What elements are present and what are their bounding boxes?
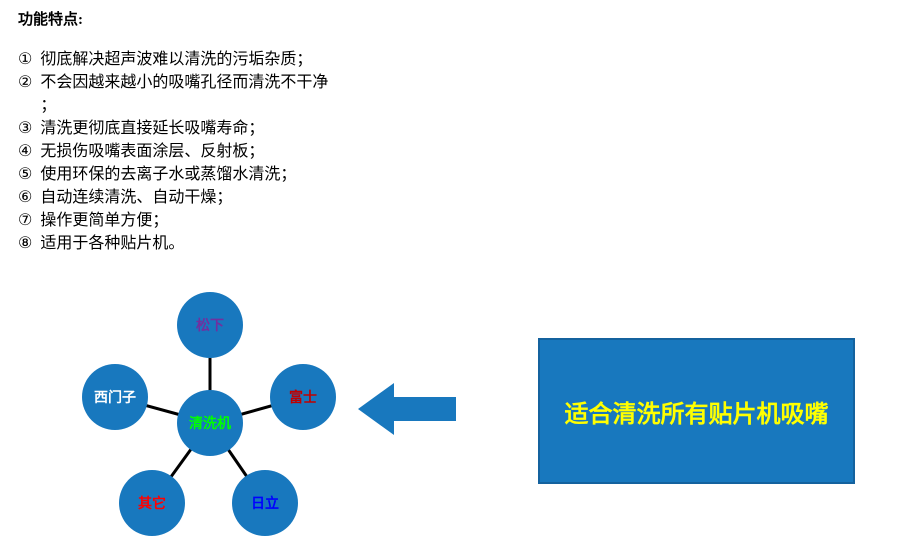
left-arrow-icon: [358, 383, 456, 435]
list-text-line: 不会因越来越小的吸嘴孔径而清洗不干净: [40, 74, 329, 91]
left-block-arrow: [358, 383, 456, 435]
list-text: 自动连续清洗、自动干燥；: [40, 189, 233, 206]
list-item: ① 彻底解决超声波难以清洗的污垢杂质；: [18, 48, 328, 71]
list-item: ⑧ 适用于各种贴片机。: [18, 232, 328, 255]
node-label: 清洗机: [189, 415, 231, 431]
list-marker: ⑧: [18, 235, 33, 252]
list-item: ② 不会因越来越小的吸嘴孔径而清洗不干净 ；: [18, 71, 328, 117]
list-marker: ①: [18, 51, 33, 68]
node-label: 日立: [251, 495, 279, 511]
page-title: 功能特点:: [18, 12, 83, 28]
list-item: ⑤ 使用环保的去离子水或蒸馏水清洗；: [18, 163, 328, 186]
feature-list: ① 彻底解决超声波难以清洗的污垢杂质； ② 不会因越来越小的吸嘴孔径而清洗不干净…: [18, 48, 328, 255]
list-text: 适用于各种贴片机。: [40, 235, 185, 252]
list-item: ③ 清洗更彻底直接延长吸嘴寿命；: [18, 117, 328, 140]
node-label: 西门子: [94, 389, 136, 405]
node-siemens: 西门子: [82, 364, 148, 430]
node-hitachi: 日立: [232, 470, 298, 536]
list-marker: ⑦: [18, 212, 33, 229]
spider-diagram: 松下 富士 西门子 清洗机 其它 日立: [80, 290, 350, 542]
node-others: 其它: [119, 470, 185, 536]
node-label: 松下: [196, 317, 224, 333]
node-panasonic: 松下: [177, 292, 243, 358]
node-label: 富士: [289, 389, 317, 405]
list-text: 不会因越来越小的吸嘴孔径而清洗不干净 ；: [40, 71, 328, 117]
callout-box: 适合清洗所有贴片机吸嘴: [538, 338, 855, 484]
list-text: 清洗更彻底直接延长吸嘴寿命；: [40, 120, 265, 137]
node-label: 其它: [138, 495, 166, 511]
list-item: ⑥ 自动连续清洗、自动干燥；: [18, 186, 328, 209]
list-item: ⑦ 操作更简单方便；: [18, 209, 328, 232]
list-text: 操作更简单方便；: [40, 212, 169, 229]
callout-text: 适合清洗所有贴片机吸嘴: [564, 401, 829, 428]
list-text: 彻底解决超声波难以清洗的污垢杂质；: [40, 51, 313, 68]
list-marker: ④: [18, 143, 33, 160]
list-text: 使用环保的去离子水或蒸馏水清洗；: [40, 166, 297, 183]
list-marker: ⑥: [18, 189, 33, 206]
node-cleaning-machine: 清洗机: [177, 390, 243, 456]
list-marker: ②: [18, 74, 33, 91]
list-text: 无损伤吸嘴表面涂层、反射板；: [40, 143, 265, 160]
list-item: ④ 无损伤吸嘴表面涂层、反射板；: [18, 140, 328, 163]
list-marker: ⑤: [18, 166, 33, 183]
list-marker: ③: [18, 120, 33, 137]
list-text-continuation: ；: [40, 97, 57, 114]
node-fuji: 富士: [270, 364, 336, 430]
